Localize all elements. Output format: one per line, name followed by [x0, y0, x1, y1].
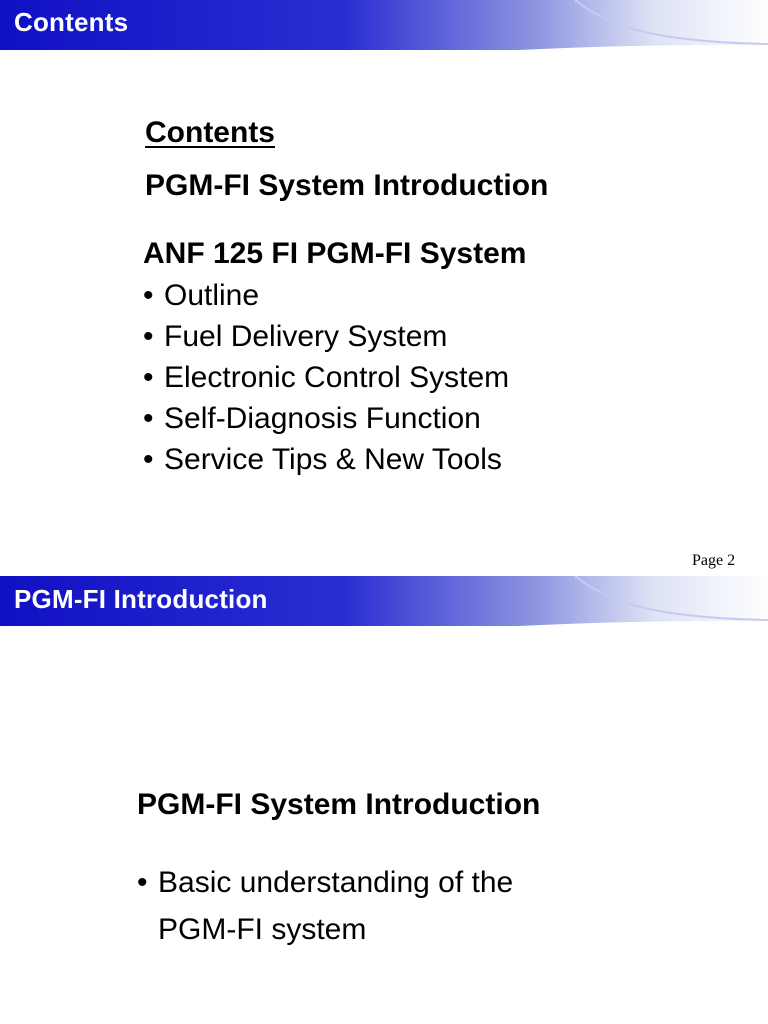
section-title: ANF 125 FI PGM-FI System	[143, 237, 527, 270]
list-item: •Service Tips & New Tools	[143, 443, 502, 476]
page-number: Page 2	[692, 552, 736, 569]
slide-banner: PGM-FI Introduction	[0, 576, 768, 626]
slide-contents: Contents Contents PGM-FI System Introduc…	[0, 0, 768, 569]
banner-wave-graphic	[0, 576, 768, 626]
list-item-continuation: PGM-FI system	[158, 913, 367, 946]
slide-pgm-fi-introduction: PGM-FI Introduction PGM-FI System Introd…	[0, 576, 768, 1024]
list-item: •Fuel Delivery System	[143, 320, 448, 353]
contents-heading: Contents	[145, 116, 275, 149]
list-item: •Self-Diagnosis Function	[143, 402, 481, 435]
list-item: •Basic understanding of the	[137, 866, 514, 899]
list-item: •Outline	[143, 279, 260, 312]
banner-wave-graphic	[0, 0, 768, 50]
section-title: PGM-FI System Introduction	[137, 788, 541, 821]
banner-title: PGM-FI Introduction	[14, 584, 268, 614]
banner-title: Contents	[14, 7, 129, 37]
list-item: •Electronic Control System	[143, 361, 510, 394]
slide-banner: Contents	[0, 0, 768, 50]
intro-link-heading: PGM-FI System Introduction	[145, 169, 549, 202]
